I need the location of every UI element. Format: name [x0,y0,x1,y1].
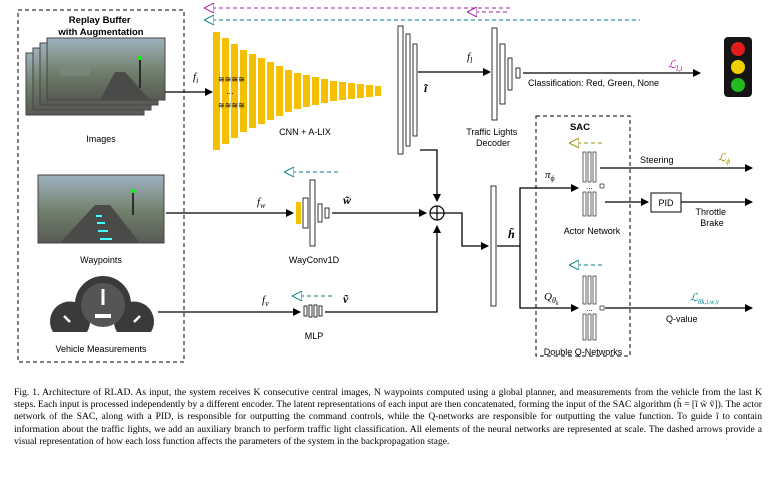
qnet-ellipsis: ... [586,305,593,313]
loss-theta-label: ℒθk,i,w,v [690,292,720,306]
vehicle-measurements-label: Vehicle Measurements [55,344,147,354]
i-to-concat-arrow [420,149,441,202]
actor-ellipsis: ... [586,183,593,191]
wayconv-label: WayConv1D [289,255,340,265]
q-networks [582,275,605,341]
architecture-diagram: Replay Buffer with Augmentation Images W… [17,0,753,363]
actor-network [582,151,605,217]
mlp-encoder [303,304,323,318]
concat-to-h-arrow [444,212,489,250]
replay-buffer-title: Replay Buffer with Augmentation [57,15,143,38]
cnn-label: CNN + A-LIX [279,127,331,137]
throttle-brake-label: Throttle Brake [695,207,728,228]
svg-text:...: ... [226,87,234,96]
classification-label: Classification: Red, Green, None [528,78,659,88]
h-to-qnet-arrow [519,246,579,312]
f-i-label: fi [193,71,198,85]
actor-label: Actor Network [564,226,621,236]
cnn-encoder [213,32,381,150]
replay-buffer-title-line2: with Augmentation [57,27,143,38]
tld-label-line2: Decoder [476,138,510,148]
qnet-label: Double Q-Networks [544,347,623,357]
sac-box [535,115,631,357]
steering-label: Steering [640,155,674,165]
loss-phi-label: ℒϕ [718,152,730,166]
tld-label-line1: Traffic Lights [466,127,518,137]
waypoints-label: Waypoints [80,255,122,265]
w-tilde-label: w̃ [343,193,352,207]
wayconv-encoder [296,179,330,247]
svg-text:≋≋≋≋: ≋≋≋≋ [218,101,245,110]
throttle-line: Throttle [695,207,726,217]
mlp-to-concat-arrow [325,225,441,313]
sac-label: SAC [570,122,590,133]
concat-symbol [429,205,445,221]
tld-label: Traffic Lights Decoder [466,127,520,148]
gauge-icon [50,276,154,332]
f-l-label: fl [467,51,473,65]
mlp-label: MLP [305,331,324,341]
cnn-input-stack: ≋≋≋≋ ... ≋≋≋≋ [218,75,245,110]
pi-phi-label: πϕ [545,169,555,183]
image-stack [25,37,166,116]
figure-caption: Fig. 1. Architecture of RLAD. As input, … [14,387,762,447]
q-theta-label: Qθk [544,291,559,307]
svg-text:≋≋≋≋: ≋≋≋≋ [218,75,245,84]
replay-buffer-title-line1: Replay Buffer [69,15,131,26]
loss-l-label: ℒl,i [668,59,682,73]
h-to-actor-arrow [497,184,579,247]
waypoints-image [37,174,165,244]
images-label: Images [86,134,116,144]
h-tilde-label: h̃ [508,226,515,241]
i-tilde-label: ĩ [424,81,429,95]
f-w-label: fw [257,196,266,210]
qvalue-label: Q-value [666,314,698,324]
pid-label: PID [658,198,674,208]
h-latent-bar [490,185,497,307]
traffic-lights-decoder [491,27,521,121]
v-tilde-label: ṽ [343,292,349,306]
f-v-label: fv [262,294,269,308]
brake-line: Brake [700,218,724,228]
cnn-fc-layers [397,25,418,155]
traffic-light-icon [724,37,752,97]
